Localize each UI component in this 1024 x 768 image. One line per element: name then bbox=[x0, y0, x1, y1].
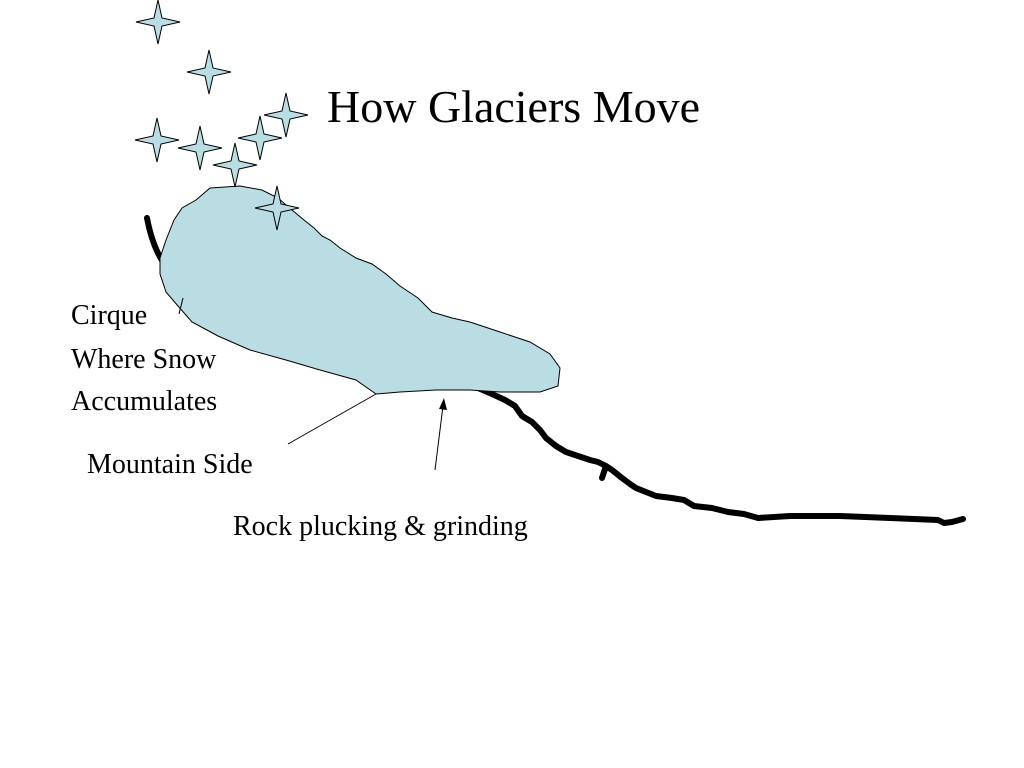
snowflake-star-icon bbox=[134, 117, 180, 163]
mountain-side-leader-line bbox=[287, 393, 377, 445]
snowflake-star-icon bbox=[186, 49, 232, 95]
plucking-arrow-head bbox=[439, 398, 447, 410]
snowflake-star-icon bbox=[263, 92, 309, 138]
plucking-arrow-line bbox=[434, 405, 444, 471]
snowflake-star-icon bbox=[237, 115, 283, 161]
snow-accumulation-label-line2: Accumulates bbox=[71, 386, 218, 417]
snowflake-star-icon bbox=[135, 0, 181, 45]
page-title: How Glaciers Move bbox=[327, 81, 701, 132]
mountain-side-notch bbox=[599, 463, 609, 481]
mountain-side-label: Mountain Side bbox=[87, 449, 253, 480]
snowflake-star-icon bbox=[177, 125, 223, 171]
cirque-label: Cirque bbox=[71, 300, 148, 331]
snow-accumulation-label-line1: Where Snow bbox=[71, 344, 217, 375]
rock-plucking-label: Rock plucking & grinding bbox=[233, 511, 528, 542]
cirque-leader-line bbox=[178, 297, 184, 315]
glacier-ice bbox=[159, 185, 561, 395]
snowflake-star-icon bbox=[212, 142, 258, 188]
mountain-side-valley-floor bbox=[475, 385, 966, 526]
